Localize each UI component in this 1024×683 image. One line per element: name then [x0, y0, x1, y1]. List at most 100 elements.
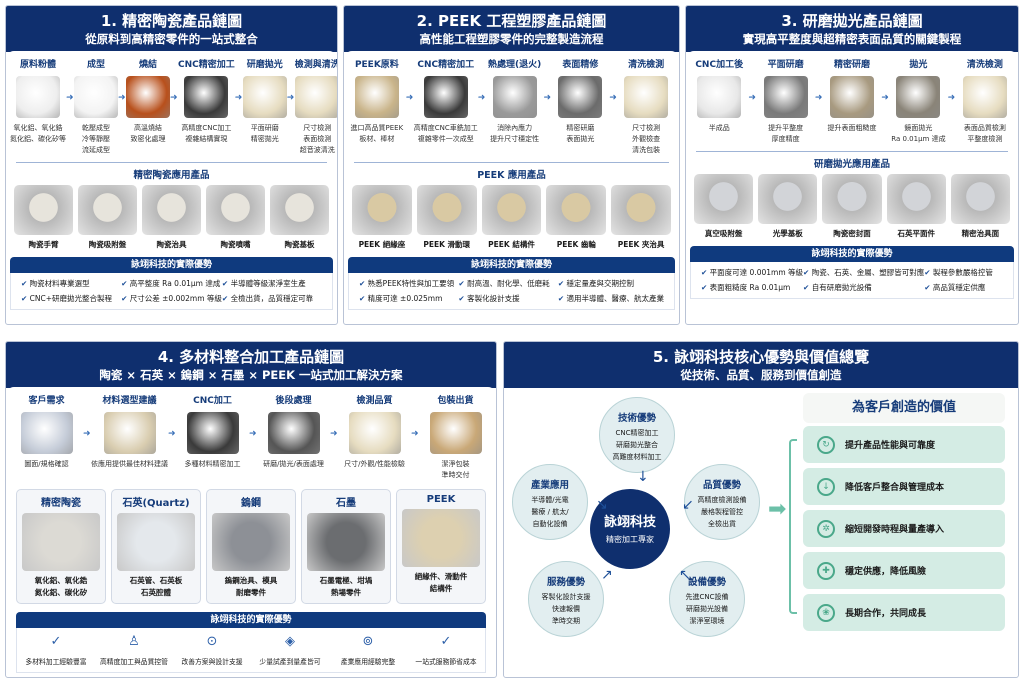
divider — [354, 162, 669, 163]
step-image — [126, 76, 170, 118]
advantage-circle: 產業應用半導體/光電醫療 / 航太/自動化設備 — [512, 464, 588, 540]
product-card[interactable]: PEEK 結構件 — [481, 185, 542, 250]
advantage-label: 高精度加工與品質控管 — [100, 658, 168, 666]
product-card[interactable]: 真空吸附盤 — [694, 174, 754, 239]
material-card[interactable]: 石墨石墨電極、坩堝熱場零件 — [301, 489, 391, 604]
circle-line: 嚴格製程管控 — [701, 508, 743, 516]
step-label: 客戶需求 — [28, 396, 65, 406]
products-title: 精密陶瓷應用產品 — [133, 170, 210, 181]
material-card[interactable]: 鎢鋼鎢鋼治具、模具耐磨零件 — [206, 489, 296, 604]
product-card[interactable]: 精密治具面 — [950, 174, 1011, 239]
arrow-right-icon: ➜ — [234, 93, 243, 103]
arrow-right-icon: ➜ — [947, 93, 956, 103]
advantage-item: 高品質穩定供應 — [924, 280, 1003, 295]
process-step: 包裝出貨潔淨包裝準時交付 — [419, 393, 492, 481]
step-desc: 複雜結構實現 — [185, 135, 228, 143]
panel-subtitle: 陶瓷 × 石英 × 鎢鋼 × 石墨 × PEEK 一站式加工解決方案 — [99, 368, 403, 382]
step-image — [558, 76, 603, 118]
step-desc: 多種材料精密加工 — [184, 460, 241, 468]
step-label: 研磨拋光 — [246, 60, 283, 70]
arrow-icon: ↖ — [679, 567, 691, 583]
product-card[interactable]: 陶瓷吸附盤 — [78, 185, 137, 250]
panel-header: 3. 研磨拋光產品鏈圖實現高平整度與超精密表面品質的關鍵製程 — [686, 6, 1018, 52]
product-card[interactable]: PEEK 滑動環 — [416, 185, 477, 250]
material-list: 精密陶瓷氧化鋁、氧化鋯氮化鋁、碳化矽石英(Quartz)石英管、石英板石英腔體鎢… — [6, 489, 496, 604]
step-desc: 鏡面拋光 — [904, 124, 933, 132]
advantages-header: 詠翊科技的實際優勢 — [690, 246, 1014, 262]
circle-line: 全檢出貨 — [708, 520, 736, 528]
panel-header: 4. 多材料整合加工產品鏈圖陶瓷 × 石英 × 鎢鋼 × 石墨 × PEEK 一… — [6, 342, 496, 388]
product-image — [142, 185, 201, 235]
step-desc: 乾壓成型 — [82, 124, 110, 132]
advantages-header: 詠翊科技的實際優勢 — [10, 257, 333, 273]
product-card[interactable]: PEEK 絕緣座 — [352, 185, 412, 250]
product-card[interactable]: 陶瓷密封面 — [822, 174, 882, 239]
product-card[interactable]: 陶瓷噴嘴 — [206, 185, 265, 250]
divider — [696, 151, 1008, 152]
value-item: ✲縮短開發時程與量產導入 — [803, 510, 1005, 547]
step-desc: 板材、棒材 — [359, 135, 395, 143]
product-card[interactable]: 石英平面件 — [886, 174, 946, 239]
product-card[interactable]: 陶瓷基板 — [270, 185, 329, 250]
step-image — [295, 76, 337, 118]
material-card[interactable]: 石英(Quartz)石英管、石英板石英腔體 — [111, 489, 201, 604]
advantage-item: 適用半導體、醫療、航太產業 — [558, 291, 665, 306]
product-image — [481, 185, 542, 235]
step-desc: 複雜零件一次成型 — [417, 135, 474, 143]
advantage-icon: ✓ — [50, 634, 62, 649]
product-name: PEEK 絕緣座 — [358, 240, 406, 249]
product-card[interactable]: PEEK 夾治具 — [611, 185, 671, 250]
products-title: PEEK 應用產品 — [477, 170, 546, 181]
advantage-item: 半導體等級潔淨室生產 — [222, 276, 322, 291]
value-label: 穩定供應，降低風險 — [845, 567, 927, 577]
process-step: 熱處理(退火)消除內應力提升尺寸穩定性 — [486, 57, 544, 145]
step-image — [184, 76, 229, 118]
step-image — [492, 76, 537, 118]
circle-line: 自動化設備 — [532, 520, 568, 528]
product-card[interactable]: 光學基板 — [758, 174, 818, 239]
step-image — [624, 76, 669, 118]
product-image — [822, 174, 882, 224]
panel-title: 2. PEEK 工程塑膠產品鏈圖 — [416, 12, 607, 30]
process-step: 成型乾壓成型冷等靜壓流延成型 — [74, 57, 118, 156]
material-card[interactable]: 精密陶瓷氧化鋁、氧化鋯氮化鋁、碳化矽 — [16, 489, 106, 604]
step-desc: 精密研磨 — [566, 124, 595, 132]
product-image — [694, 174, 754, 224]
panel-header: 5. 詠翊科技核心優勢與價值總覽從技術、品質、服務到價值創造 — [504, 342, 1018, 388]
product-card[interactable]: 陶瓷手臂 — [14, 185, 73, 250]
arrow-right-icon: ➜ — [118, 93, 126, 103]
step-image — [354, 76, 399, 118]
step-desc: 尺寸檢測 — [303, 124, 332, 132]
product-image — [758, 174, 818, 224]
product-card[interactable]: 陶瓷治具 — [142, 185, 201, 250]
product-image — [416, 185, 477, 235]
circle-line: 半導體/光電 — [531, 496, 569, 504]
value-icon: ↓ — [817, 477, 835, 496]
advantage-label: 改善方案與設計支援 — [181, 658, 243, 666]
material-image — [402, 509, 480, 567]
advantage-icon: ✓ — [440, 634, 452, 649]
panel-header: 2. PEEK 工程塑膠產品鏈圖高性能工程塑膠零件的完整製造流程 — [344, 6, 679, 52]
product-card[interactable]: PEEK 齒輪 — [546, 185, 607, 250]
material-desc: 石英管、石英板 — [129, 576, 183, 585]
advantage-item: 表面粗糙度 Ra 0.01μm — [701, 280, 803, 295]
process-step: CNC精密加工高精度CNC車銑加工複雜零件一次成型 — [414, 57, 478, 145]
product-image — [886, 174, 946, 224]
material-name: PEEK — [426, 494, 456, 505]
product-list: 真空吸附盤光學基板陶瓷密封面石英平面件 精密治具面 — [686, 170, 1018, 239]
circle-title: 服務優勢 — [546, 577, 585, 588]
value-icon: ✲ — [817, 519, 835, 538]
product-image — [14, 185, 73, 235]
step-image — [348, 412, 401, 454]
advantage-label: 少量試產到量產皆可 — [259, 658, 321, 666]
material-desc: 熱場零件 — [331, 588, 361, 597]
product-name: PEEK 滑動環 — [423, 240, 471, 249]
process-step: 原料粉體氧化鋁、氧化鋯氮化鋁、碳化矽等 — [10, 57, 66, 145]
product-name: 石英平面件 — [897, 229, 935, 238]
material-desc: 鎢鋼治具、模具 — [224, 576, 278, 585]
